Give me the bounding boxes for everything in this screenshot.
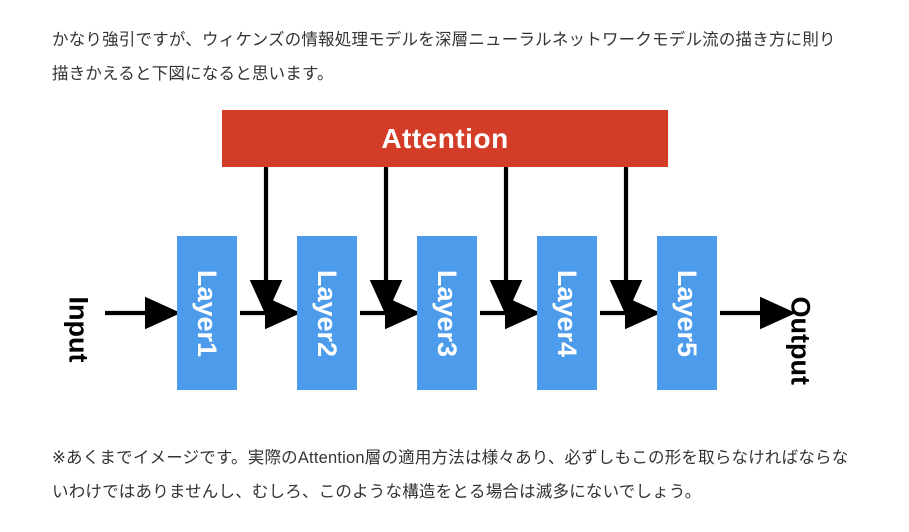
intro-paragraph: かなり強引ですが、ウィケンズの情報処理モデルを深層ニューラルネットワークモデル流… xyxy=(52,30,836,83)
layer-block-4: Layer4 xyxy=(537,236,597,390)
output-label: Output xyxy=(785,296,816,385)
input-label: Input xyxy=(63,296,94,363)
layer-block-1: Layer1 xyxy=(177,236,237,390)
layer-block-3: Layer3 xyxy=(417,236,477,390)
layer-block-3-label: Layer3 xyxy=(432,269,463,357)
layer-block-5: Layer5 xyxy=(657,236,717,390)
attention-block-label: Attention xyxy=(381,122,509,154)
attention-block: Attention xyxy=(222,110,668,167)
layer-block-1-label: Layer1 xyxy=(192,269,223,357)
layer-block-2: Layer2 xyxy=(297,236,357,390)
diagram-arrows xyxy=(105,167,796,330)
layer-block-5-label: Layer5 xyxy=(672,269,703,357)
layer-block-4-label: Layer4 xyxy=(552,269,583,357)
layer-block-2-label: Layer2 xyxy=(312,269,343,357)
note-paragraph: ※あくまでイメージです。実際のAttention層の適用方法は様々あり、必ずしも… xyxy=(52,448,849,501)
attention-layer-diagram: Attention Layer1 Layer2 Layer3 Layer4 La… xyxy=(0,95,909,415)
